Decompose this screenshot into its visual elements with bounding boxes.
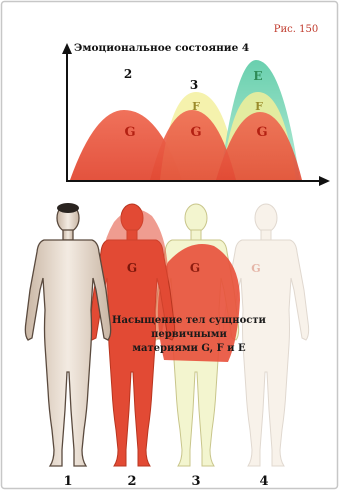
hump-label-F-2: F [255,100,263,113]
body-number-3: 3 [191,474,200,489]
body-number-1: 1 [63,474,72,489]
stage-number-2: 2 [124,67,132,81]
hump-label-E: E [253,69,262,83]
body-number-4: 4 [259,474,268,489]
body-label-G-faint: G [251,262,260,275]
hump-label-G-3: G [256,125,267,140]
chart-title: Эмоциональное состояние 4 [74,42,249,54]
caption-line-2: материями G, F и E [74,342,304,356]
body-label-G-3: G [190,261,200,275]
hump-label-F-1: F [192,100,200,113]
stage-number-3: 3 [190,78,198,92]
body-number-2: 2 [127,474,136,489]
hump-label-G-1: G [124,125,135,140]
body-label-G-2: G [127,261,137,275]
caption: Насыщение тел сущности первичными матери… [74,314,304,356]
caption-line-1: Насыщение тел сущности первичными [74,314,304,342]
hump-label-G-2: G [190,125,201,140]
figure-label: Рис. 150 [274,24,318,35]
